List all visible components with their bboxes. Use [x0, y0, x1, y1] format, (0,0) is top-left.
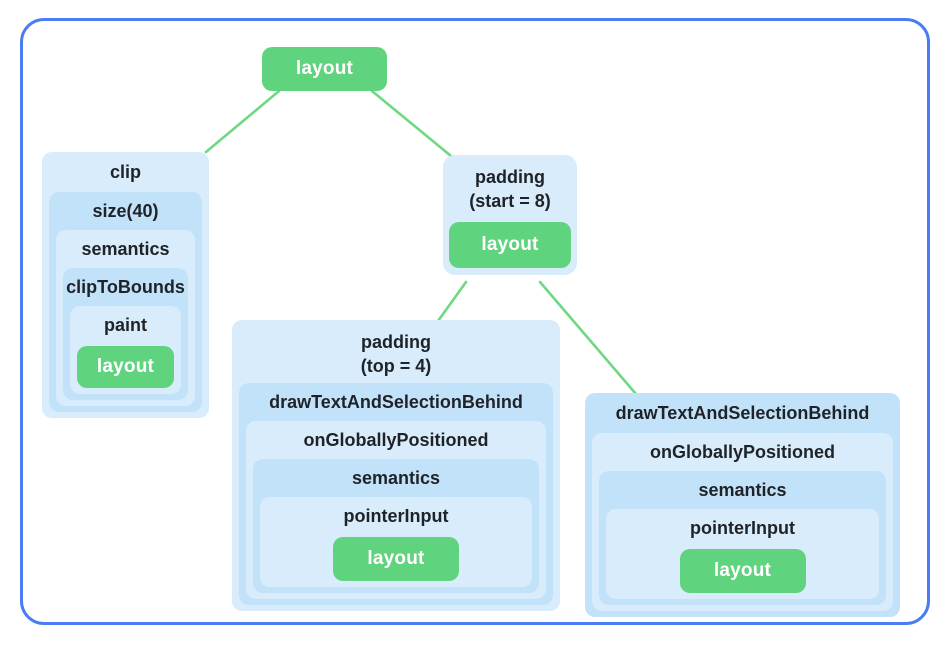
box-clip-chain: clip size(40) semantics clipToBounds pai…	[42, 152, 209, 418]
node-layout-padding-start: layout	[449, 222, 571, 268]
label-pointerinput-mid: pointerInput	[343, 505, 449, 526]
label-cliptobounds: clipToBounds	[66, 276, 185, 297]
box-drawtext-mid: drawTextAndSelectionBehind onGloballyPos…	[239, 383, 553, 605]
box-semantics-right: semantics pointerInput layout	[599, 471, 886, 605]
node-layout-padding-top: layout	[333, 537, 459, 581]
label-drawtext-mid: drawTextAndSelectionBehind	[269, 391, 523, 412]
label-pointerinput-right: pointerInput	[690, 517, 795, 538]
node-layout-drawtext: layout	[679, 549, 806, 593]
box-pointerinput-mid: pointerInput layout	[260, 497, 532, 587]
padding-start-title: padding	[475, 167, 545, 187]
label-padding-top: padding (top = 4)	[239, 320, 553, 383]
label-semantics-mid: semantics	[351, 467, 441, 488]
label-semantics: semantics	[81, 238, 170, 259]
padding-top-title: padding	[361, 332, 431, 352]
box-semantics-mid: semantics pointerInput layout	[253, 459, 539, 593]
box-padding-top-chain: padding (top = 4) drawTextAndSelectionBe…	[232, 320, 560, 611]
box-paint: paint layout	[70, 306, 181, 394]
label-drawtext-right: drawTextAndSelectionBehind	[615, 402, 870, 423]
label-semantics-right: semantics	[698, 479, 787, 500]
padding-start-subtitle: (start = 8)	[469, 191, 551, 211]
box-ongloballypositioned-mid: onGloballyPositioned semantics pointerIn…	[246, 421, 546, 599]
box-cliptobounds: clipToBounds paint layout	[63, 268, 188, 400]
label-padding-start: padding (start = 8)	[449, 155, 571, 218]
box-drawtext-chain: drawTextAndSelectionBehind onGloballyPos…	[585, 393, 900, 617]
label-ongloballypositioned-right: onGloballyPositioned	[649, 441, 835, 462]
label-ongloballypositioned-mid: onGloballyPositioned	[303, 429, 489, 450]
box-semantics: semantics clipToBounds paint layout	[56, 230, 195, 406]
label-paint: paint	[104, 314, 147, 335]
node-layout-clip: layout	[77, 346, 174, 388]
box-padding-start: padding (start = 8) layout	[443, 155, 577, 275]
node-layout-root: layout	[262, 47, 387, 91]
label-size: size(40)	[92, 200, 159, 221]
label-clip: clip	[109, 161, 141, 182]
box-size: size(40) semantics clipToBounds paint la…	[49, 192, 202, 412]
box-ongloballypositioned-right: onGloballyPositioned semantics pointerIn…	[592, 433, 893, 611]
box-pointerinput-right: pointerInput layout	[606, 509, 879, 599]
padding-top-subtitle: (top = 4)	[360, 356, 432, 376]
